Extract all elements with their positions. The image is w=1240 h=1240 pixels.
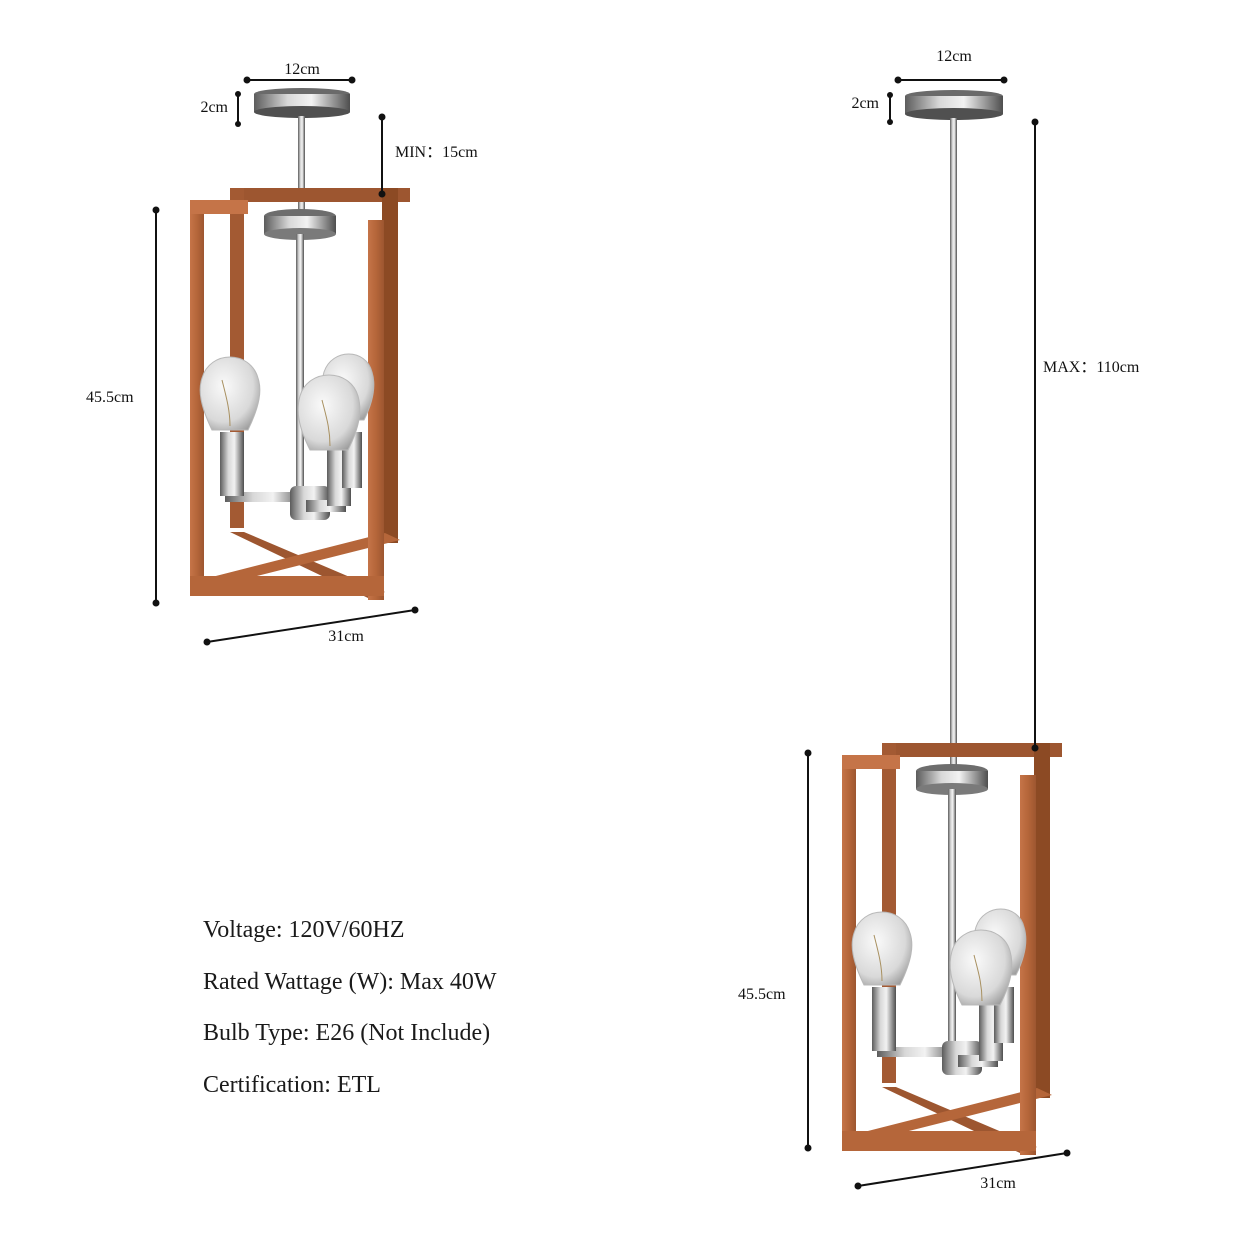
left-canopy-width-label: 12cm <box>284 61 320 78</box>
spec-bulb-type: Bulb Type: E26 (Not Include) <box>203 1020 491 1046</box>
canopy <box>254 88 350 118</box>
spec-wattage: Rated Wattage (W): Max 40W <box>203 968 497 995</box>
left-lamp-diagram: 12cm 2cm MIN：15cm 45.5cm 31cm <box>86 61 478 646</box>
rod <box>950 118 957 773</box>
left-rod-length-label: MIN：15cm <box>395 144 478 161</box>
lamp-body <box>189 187 411 601</box>
spec-certification: Certification: ETL <box>203 1071 381 1098</box>
canopy <box>905 90 1003 120</box>
left-canopy-height-label: 2cm <box>200 99 228 116</box>
right-body-width-label: 31cm <box>980 1175 1016 1192</box>
right-canopy-height-label: 2cm <box>851 95 879 112</box>
right-lamp-diagram: 12cm 2cm MAX：110cm 45.5cm 31cm <box>738 48 1140 1192</box>
spec-list: Voltage: 120V/60HZ Rated Wattage (W): Ma… <box>203 905 497 1111</box>
rod <box>298 116 305 220</box>
spec-voltage: Voltage: 120V/60HZ <box>203 917 405 943</box>
lamp-body <box>841 742 1063 1156</box>
left-body-width-label: 31cm <box>328 628 364 645</box>
left-body-height-label: 45.5cm <box>86 389 134 406</box>
right-body-height-label: 45.5cm <box>738 986 786 1003</box>
right-rod-length-label: MAX：110cm <box>1043 359 1140 376</box>
right-canopy-width-label: 12cm <box>936 48 972 65</box>
